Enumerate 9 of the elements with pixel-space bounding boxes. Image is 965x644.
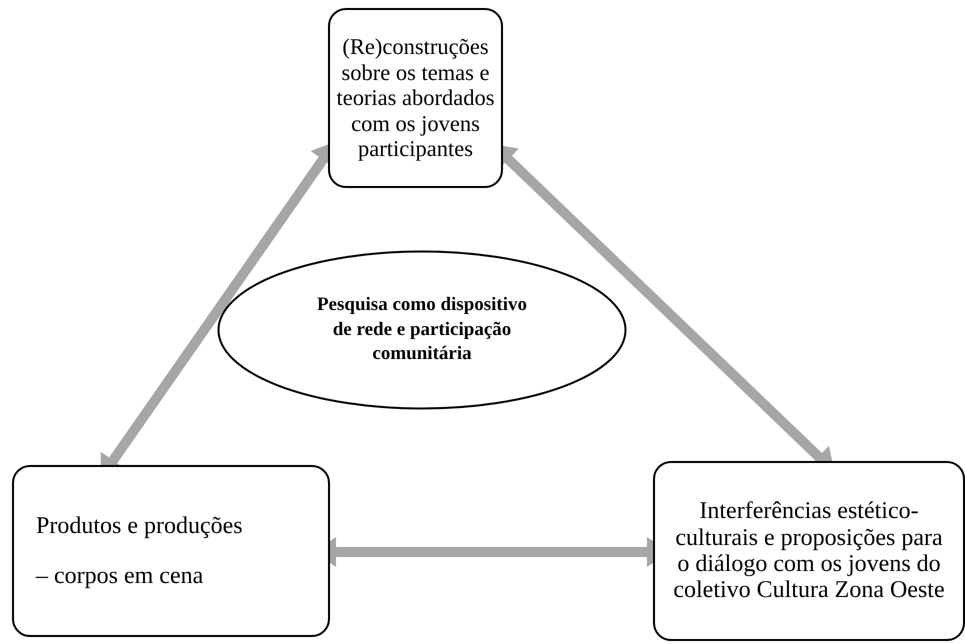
rounded-box bbox=[653, 461, 965, 641]
rounded-box bbox=[12, 465, 330, 637]
central-ellipse bbox=[217, 250, 627, 410]
node-text: Interferências estético-culturais e proposições para o diálogo com os jovens do coletivo Cultura Zona Oeste bbox=[672, 498, 946, 604]
node-text: – corpos em cena bbox=[36, 562, 204, 591]
node-text: (Re)construções sobre os temas e teorias abordados com os jovens participantes bbox=[335, 34, 496, 162]
node-text: Produtos e produções bbox=[36, 512, 243, 541]
node-text: Pesquisa como dispositivo de rede e participação comunitária bbox=[316, 292, 528, 366]
rounded-box bbox=[328, 8, 503, 188]
